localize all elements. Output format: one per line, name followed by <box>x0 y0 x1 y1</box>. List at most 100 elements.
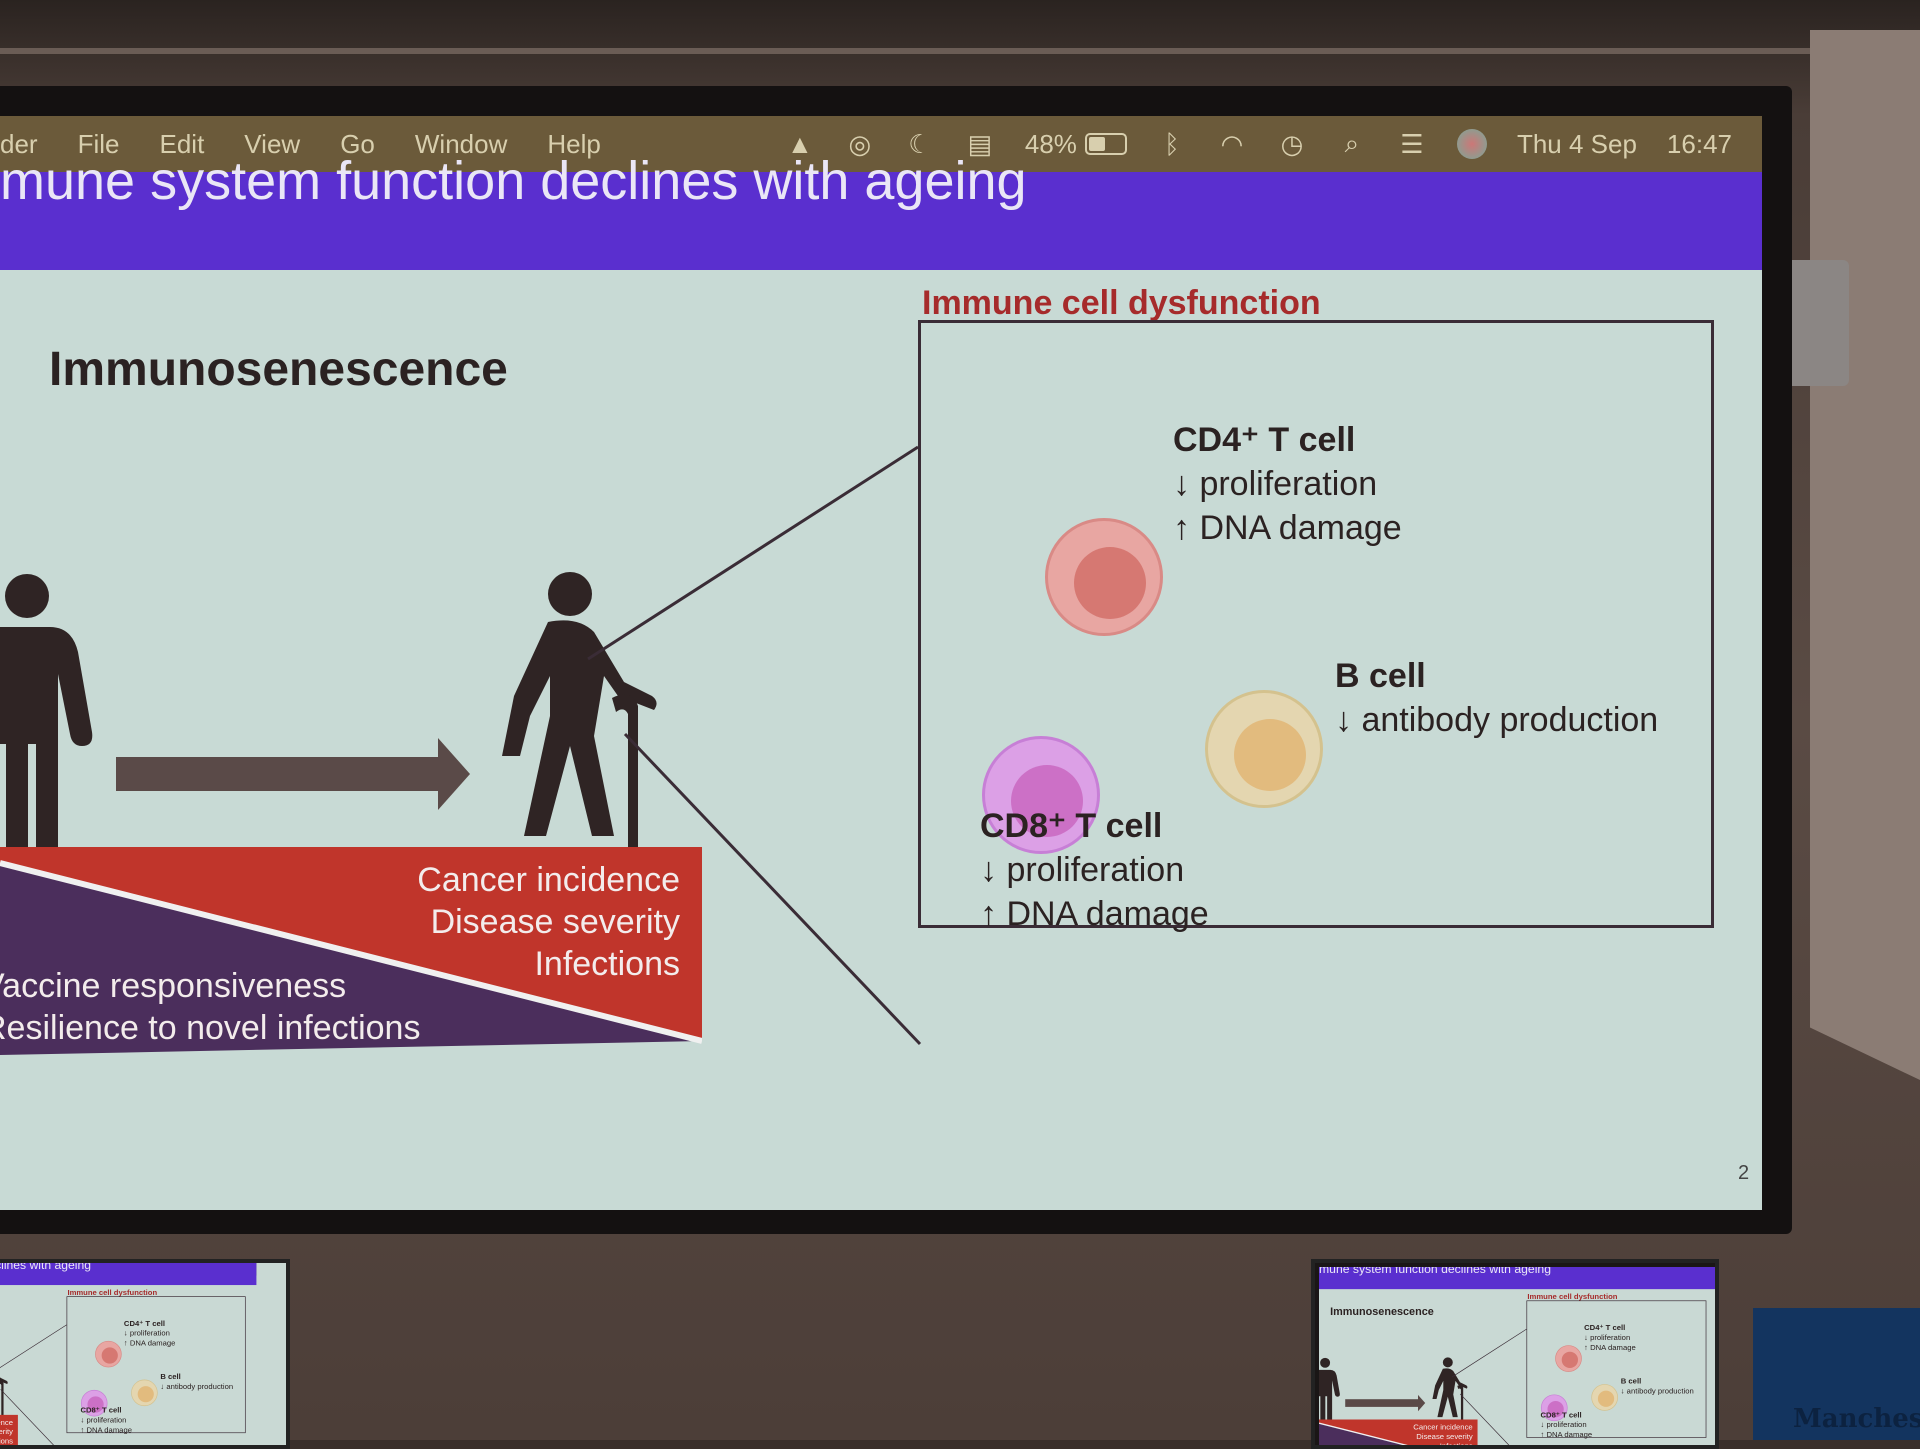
banner-text: Manchester <box>1793 1404 1920 1434</box>
cd4-cell-icon <box>1555 1345 1582 1372</box>
menu-help[interactable]: Help <box>547 128 601 159</box>
increase-item: Infections <box>534 945 680 983</box>
decrease-item: Resilience to novel infections <box>0 1009 421 1047</box>
cd4-cell-text: CD4⁺ T cell ↓ proliferation ↑ DNA damage <box>1173 418 1402 550</box>
b-line: ↓ antibody production <box>1335 701 1659 739</box>
cd8-cell-icon <box>1540 1394 1568 1422</box>
wifi-icon[interactable]: ◠ <box>1220 128 1244 159</box>
cd4-line: ↓ proliferation <box>123 1328 170 1338</box>
slide-graphics <box>0 1324 67 1445</box>
b-cell-name: B cell <box>1620 1376 1642 1386</box>
risk-banner: Cancer incidence Disease severity Infect… <box>0 1414 18 1445</box>
young-person-icon <box>0 574 93 854</box>
immune-cell-dysfunction-label: Immune cell dysfunction <box>67 1288 158 1297</box>
cd4-cell-icon <box>95 1340 122 1368</box>
cd8-cell-text: CD8⁺ T cell ↓ proliferation ↑ DNA damage <box>1540 1410 1592 1440</box>
b-cell-name: B cell <box>160 1372 181 1381</box>
b-cell-text: B cell ↓ antibody production <box>1621 1376 1694 1396</box>
arrow-icon <box>116 738 470 810</box>
mac-menu-bar: der File Edit View Go Window Help ▲ ◎ ☾ … <box>0 116 1762 172</box>
immunosenescence-heading: Immunosenescence <box>1330 1305 1434 1318</box>
slide: Immune system function declines with age… <box>0 151 1762 1210</box>
sync-icon[interactable]: ◎ <box>848 128 872 159</box>
cd4-line: ↑ DNA damage <box>1173 509 1402 547</box>
zoom-lines <box>587 445 922 1046</box>
cd4-cell-name: CD4⁺ T cell <box>1173 421 1356 459</box>
menu-date[interactable]: Thu 4 Sep <box>1516 128 1637 159</box>
cd4-line: ↑ DNA damage <box>1584 1343 1636 1352</box>
increase-item: Infections <box>1439 1441 1473 1449</box>
elderly-person-icon <box>0 1377 8 1419</box>
cd8-cell-name: CD8⁺ T cell <box>80 1405 122 1415</box>
slide-title: Immune system function declines with age… <box>0 151 1027 211</box>
cd8-cell-icon <box>982 736 1100 854</box>
confidence-monitor-right: der File Edit View Go Window Help ▲ ◎ ☾ … <box>1311 1259 1719 1449</box>
bluetooth-icon[interactable]: ᛒ <box>1164 128 1180 159</box>
cd4-cell-icon <box>1045 518 1163 636</box>
cd4-line: ↓ proliferation <box>1584 1333 1631 1342</box>
dysfunction-box <box>918 320 1714 928</box>
immunosenescence-heading: Immunosenescence <box>49 343 508 396</box>
dysfunction-box <box>66 1296 246 1434</box>
menu-view[interactable]: View <box>244 128 301 159</box>
cd8-line: ↓ proliferation <box>1540 1420 1587 1430</box>
increase-wedge <box>0 1414 18 1445</box>
slide-graphics <box>1319 1328 1527 1445</box>
slide-title-band: Immune system function declines with age… <box>0 151 1762 270</box>
increase-item: Disease severity <box>430 903 680 941</box>
decrease-item: Vaccine responsiveness <box>0 967 347 1005</box>
decreases-list: Vaccine responsiveness Resilience to nov… <box>0 965 420 1049</box>
wall-panel <box>1810 30 1920 1080</box>
increases-list: Cancer incidence Disease severity Infect… <box>0 1418 13 1445</box>
cd8-line: ↓ proliferation <box>980 851 1185 889</box>
b-cell-name: B cell <box>1335 657 1426 695</box>
cd8-cell-icon <box>80 1389 108 1417</box>
projected-screen: der File Edit View Go Window Help ▲ ◎ ☾ … <box>0 116 1762 1210</box>
university-banner: Manchester <box>1753 1308 1920 1440</box>
screen-icon[interactable]: ▤ <box>967 128 993 159</box>
menu-file[interactable]: File <box>77 128 120 159</box>
cd4-cell-name: CD4⁺ T cell <box>1584 1323 1626 1332</box>
time-machine-icon[interactable]: ◷ <box>1280 128 1304 159</box>
battery-icon[interactable] <box>1084 133 1127 155</box>
control-center-icon[interactable]: ☰ <box>1400 128 1424 159</box>
risk-banner: Cancer incidence Disease severity Infect… <box>0 847 702 1055</box>
menu-go[interactable]: Go <box>340 128 375 159</box>
ceiling-trim <box>0 48 1920 54</box>
menu-app-name[interactable]: der <box>0 128 38 159</box>
menu-edit[interactable]: Edit <box>159 128 205 159</box>
arrow-icon <box>1345 1394 1426 1412</box>
increase-item: Cancer incidence <box>1413 1422 1473 1432</box>
dysfunction-box <box>1526 1300 1707 1438</box>
slide-title: Immune system function declines with age… <box>0 1263 91 1272</box>
b-cell-icon <box>131 1379 158 1407</box>
siri-icon[interactable] <box>1456 129 1487 159</box>
menu-time[interactable]: 16:47 <box>1666 128 1732 159</box>
menu-window[interactable]: Window <box>414 128 508 159</box>
search-icon[interactable]: ⌕ <box>1344 128 1360 158</box>
zoom-lines <box>1451 1328 1527 1445</box>
confidence-monitor-left: der File Edit View Go Window Help ▲ ◎ ☾ … <box>0 1259 290 1449</box>
decrease-wedge <box>0 863 702 1055</box>
increases-list: Cancer incidence Disease severity Infect… <box>417 859 680 985</box>
cd4-cell-text: CD4⁺ T cell ↓ proliferation ↑ DNA damage <box>1584 1323 1636 1353</box>
elderly-person-icon <box>1432 1357 1468 1424</box>
increase-item: Disease severity <box>1416 1432 1473 1441</box>
immune-cell-dysfunction-label: Immune cell dysfunction <box>922 284 1321 322</box>
drive-icon[interactable]: ▲ <box>787 128 813 159</box>
risk-banner: Cancer incidence Disease severity Infect… <box>1319 1419 1478 1449</box>
increase-item: Disease severity <box>0 1427 13 1437</box>
slide-title-band: Immune system function declines with age… <box>0 1263 257 1286</box>
risk-wedge-graphic <box>0 847 702 1055</box>
zoom-lines <box>0 1324 67 1445</box>
slide-title: Immune system function declines with age… <box>1319 1267 1551 1276</box>
b-cell-icon <box>1591 1384 1618 1411</box>
cd8-line: ↑ DNA damage <box>980 895 1209 933</box>
b-line: ↓ antibody production <box>1620 1386 1694 1396</box>
young-person-icon <box>1319 1357 1340 1422</box>
moon-icon[interactable]: ☾ <box>908 128 932 159</box>
b-cell-text: B cell ↓ antibody production <box>1335 654 1658 742</box>
cd8-cell-name: CD8⁺ T cell <box>1540 1410 1582 1420</box>
cd4-cell-text: CD4⁺ T cell ↓ proliferation ↑ DNA damage <box>124 1318 175 1348</box>
cd8-cell-name: CD8⁺ T cell <box>980 807 1163 845</box>
